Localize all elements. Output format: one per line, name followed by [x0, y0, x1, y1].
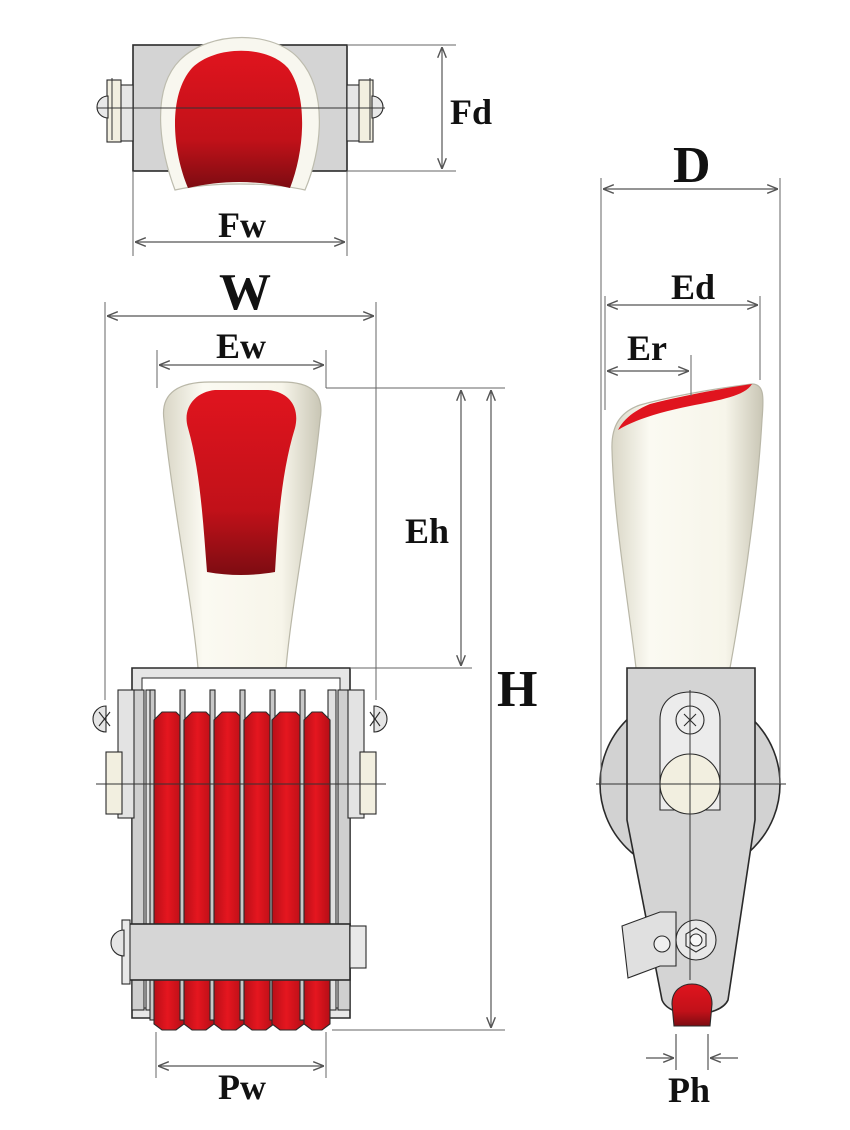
- dim-label-ew: Ew: [216, 326, 266, 366]
- front-right-cap: [347, 689, 388, 819]
- front-crossbar: [127, 923, 351, 981]
- top-view: Fd Fw: [96, 37, 492, 256]
- dim-label-h: H: [497, 661, 537, 718]
- side-print-tip: [671, 983, 713, 1027]
- top-right-screw: [346, 79, 384, 143]
- dim-label-er: Er: [627, 328, 667, 368]
- dim-label-pw: Pw: [218, 1067, 266, 1107]
- dim-label-eh: Eh: [405, 511, 449, 551]
- front-view: W Ew Eh H Pw: [92, 264, 537, 1107]
- side-grip: [611, 383, 764, 669]
- front-left-cap: [92, 689, 135, 819]
- dim-label-fw: Fw: [218, 205, 266, 245]
- top-left-screw: [96, 79, 134, 143]
- dim-label-ph: Ph: [668, 1070, 710, 1110]
- dim-label-d: D: [673, 137, 711, 194]
- side-view: D Ed Er Ph: [596, 137, 786, 1110]
- dim-label-w: W: [219, 264, 271, 321]
- dim-label-fd: Fd: [450, 92, 492, 132]
- top-grip-red: [175, 50, 303, 188]
- side-grip-red: [618, 384, 752, 430]
- side-clip: [621, 911, 677, 979]
- dim-label-ed: Ed: [671, 267, 715, 307]
- front-grip-red: [186, 390, 297, 575]
